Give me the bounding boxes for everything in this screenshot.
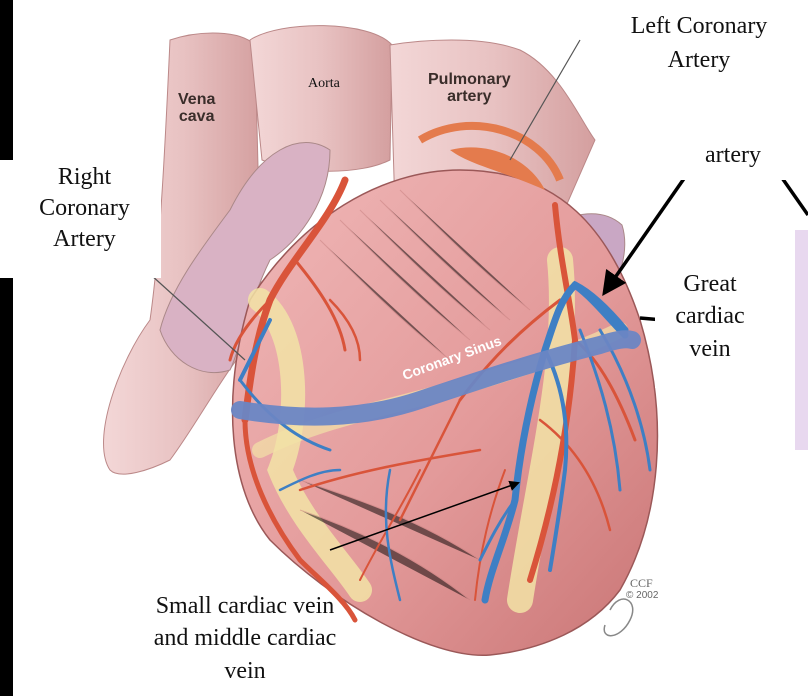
label-artery: artery xyxy=(678,140,788,180)
label-small-middle-cardiac-vein: Small cardiac vein and middle cardiac ve… xyxy=(90,590,400,687)
label-vena-cava: Vena cava xyxy=(178,92,215,126)
copyright-year: © 2002 xyxy=(626,590,658,601)
copyright-ccf: CCF xyxy=(630,576,653,591)
right-edge-image xyxy=(795,230,808,450)
label-aorta: Aorta xyxy=(308,76,340,92)
label-left-coronary-artery: Left Coronary Artery xyxy=(590,0,808,130)
label-great-cardiac-vein: Great cardiac vein xyxy=(655,268,765,388)
label-pulmonary-artery: Pulmonary artery xyxy=(428,72,511,106)
ccf-signature xyxy=(604,599,633,636)
label-right-coronary-artery: Right Coronary Artery xyxy=(8,160,161,278)
artery-arrow-right xyxy=(780,175,808,215)
